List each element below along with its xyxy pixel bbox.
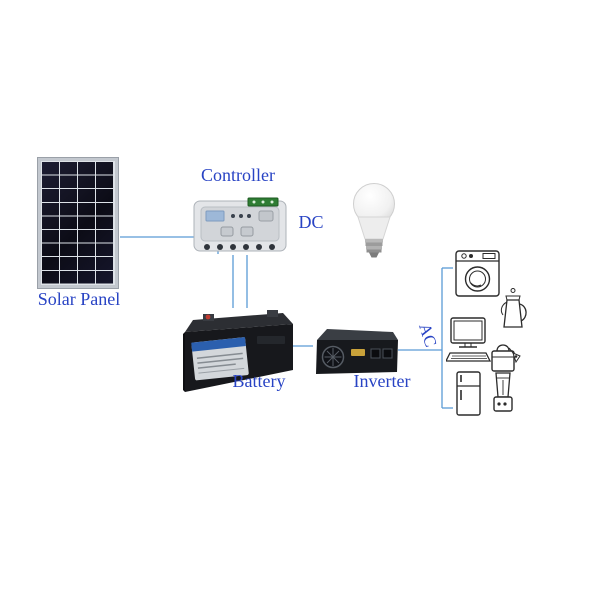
battery-image [183, 308, 295, 398]
solar-panel-frame [37, 157, 119, 289]
charge-controller-image [193, 197, 287, 255]
controller-label: Controller [201, 165, 275, 185]
solar-panel-label: Solar Panel [37, 289, 121, 309]
kettle-icon [498, 287, 532, 333]
blender-icon [487, 372, 517, 418]
bag-icon [490, 340, 522, 374]
inverter-label: Inverter [353, 371, 411, 391]
solar-panel-cells [42, 162, 114, 284]
led-bulb-icon [350, 183, 398, 259]
solar-panel-image [37, 157, 119, 289]
battery-label: Battery [232, 371, 286, 391]
computer-icon [446, 316, 494, 364]
inverter-image [313, 328, 398, 378]
dc-label: DC [298, 212, 324, 232]
washing-machine-icon [455, 250, 501, 298]
refrigerator-icon [455, 371, 483, 417]
